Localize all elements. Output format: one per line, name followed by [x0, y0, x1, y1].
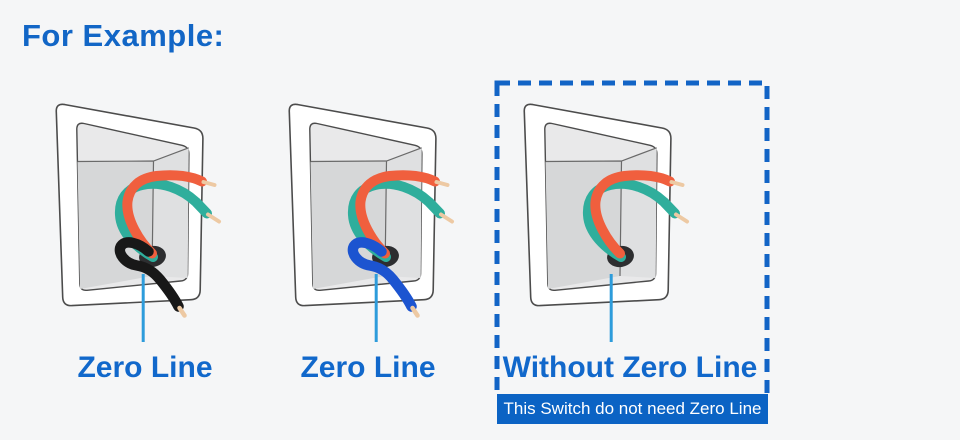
highlight-dashed-border — [494, 80, 770, 400]
zero-line-wire — [114, 237, 184, 312]
zero-wire-tip — [177, 305, 187, 318]
neutral-wire-tip — [674, 212, 689, 224]
switch-box-illustration — [55, 103, 221, 342]
switch-without-zero-line-label: Without Zero Line — [502, 351, 758, 384]
page-title: For Example: — [22, 18, 225, 53]
switch-without-zero-line: Without Zero Line — [499, 95, 761, 395]
switch-with-black-zero-line-label: Zero Line — [77, 351, 213, 384]
switch-with-black-zero-line: Zero Line — [40, 95, 250, 395]
live-wire — [122, 170, 207, 259]
zero-wire-tip — [410, 305, 420, 318]
live-wire — [590, 170, 675, 259]
banner-text: This Switch do not need Zero Line — [503, 399, 762, 418]
neutral-wire-tip — [439, 212, 454, 224]
live-wire — [355, 170, 440, 259]
live-wire-tip — [201, 180, 217, 187]
switch-with-blue-zero-line-label: Zero Line — [300, 351, 436, 384]
neutral-wire-tip — [206, 212, 221, 224]
live-wire-tip — [434, 180, 450, 187]
switch-box-illustration — [288, 103, 454, 342]
zero-line-wire — [347, 237, 417, 312]
switch-box-illustration — [523, 103, 689, 342]
live-wire-tip — [669, 180, 685, 187]
highlight-banner: This Switch do not need Zero Line — [497, 394, 768, 424]
switch-with-blue-zero-line: Zero Line — [263, 95, 473, 395]
